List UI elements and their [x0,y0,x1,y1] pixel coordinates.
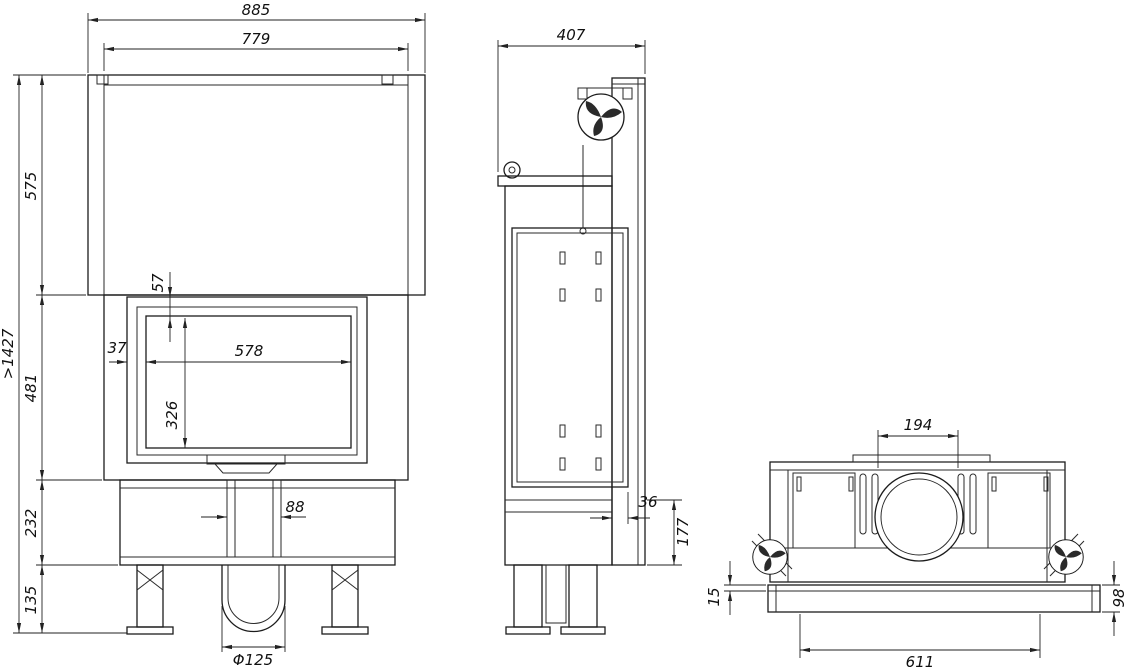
dim-column-width: 88 [201,498,306,520]
left-foot [126,626,174,635]
dim-label-glass-width: 578 [235,342,264,360]
right-mount-tab [381,74,394,85]
glass-pane [145,315,352,449]
side-door-panel [511,227,629,488]
left-fan-icon [752,539,788,575]
dim-label-column-width: 88 [285,498,304,516]
dim-label-glass-section: 481 [22,374,40,403]
side-right-leg [568,564,598,628]
dim-label-depth: 407 [557,26,586,44]
dim-label-base-section: 232 [22,509,40,538]
air-inlet-duct [221,565,286,633]
dim-total-height: >1427 [0,74,127,634]
right-convection-cover [987,472,1051,549]
side-left-leg [513,564,543,628]
side-body [504,185,613,566]
dim-depth: 407 [497,26,646,172]
flue-collar [874,472,964,562]
dim-inner-width: 779 [103,30,409,71]
left-outlet-slot [859,473,867,535]
dim-plinth-height: 98 [1102,561,1128,636]
dim-label-inner-width: 779 [242,30,271,48]
dim-glass-width: 578 [146,342,351,365]
dim-rear-gap: 36 [590,492,658,524]
rear-view [751,454,1101,613]
dim-outlet-spacing: 194 [877,416,959,468]
right-fan-icon [1048,539,1084,575]
dim-label-leg-section: 135 [22,586,40,615]
dim-label-base-depth: 177 [674,517,692,546]
base-plinth [767,584,1101,613]
dim-label-total-height: >1427 [0,328,17,379]
firebox-outline [103,294,409,481]
dim-inlet-diameter: Φ125 [221,606,286,669]
dim-label-plinth-width: 611 [906,653,935,671]
dim-label-upper-section: 575 [22,172,40,201]
fan-icon [577,93,625,141]
dim-label-plinth-height: 98 [1110,588,1128,607]
dim-base-section: 232 [22,480,118,566]
left-leg [136,564,164,628]
side-left-foot [505,626,551,635]
side-right-foot [560,626,606,635]
left-mount-tab [96,74,109,85]
dim-plinth-width: 611 [799,614,1041,671]
dim-label-glass-side-offset: 37 [107,339,127,357]
damper-knob [503,161,521,179]
right-foot [321,626,369,635]
dim-leg-section: 135 [22,565,45,633]
dim-overall-width: 885 [87,1,426,73]
dim-glass-top-offset: 57 [149,272,173,342]
dim-label-rear-gap: 36 [638,493,657,511]
dim-glass-side-offset: 37 [107,339,127,365]
hood-outline [87,74,426,296]
right-leg [331,564,359,628]
dim-label-inlet-diameter: Φ125 [233,651,273,669]
left-convection-cover [792,472,856,549]
front-view [87,74,426,635]
dim-glass-height: 326 [163,318,188,448]
dim-label-glass-height: 326 [163,401,181,430]
dim-plinth-lip: 15 [705,561,766,615]
dim-label-overall-width: 885 [242,1,271,19]
dim-base-depth: 177 [647,499,692,566]
side-view [497,77,646,635]
dim-upper-section: 575 [22,75,86,296]
dim-label-glass-top-offset: 57 [149,273,167,293]
dim-label-plinth-lip: 15 [705,587,723,606]
dim-label-outlet-spacing: 194 [904,416,933,434]
dim-glass-section: 481 [22,295,102,481]
door-frame [126,296,368,464]
base-section [119,479,396,566]
